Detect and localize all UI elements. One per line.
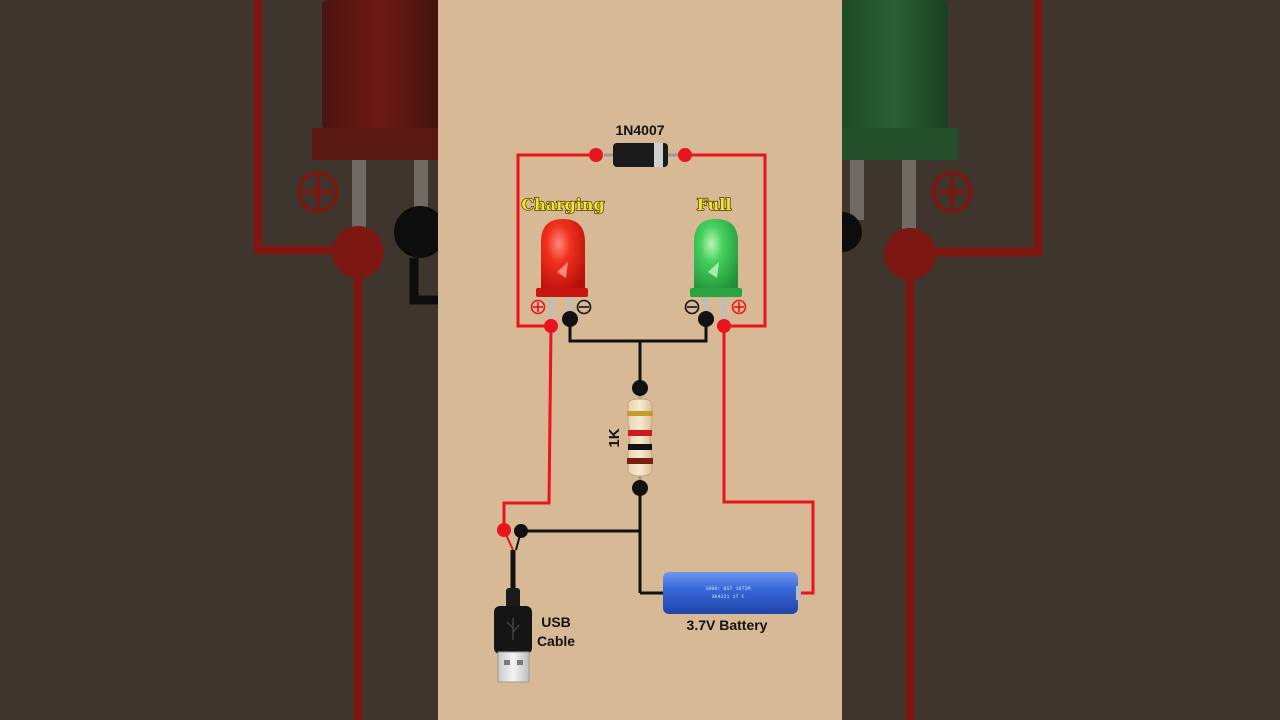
battery-print-2: 3K4221 1T C: [711, 594, 744, 600]
led-charging-red: Charging: [521, 194, 605, 323]
background-left-blur: [0, 0, 438, 720]
full-led-plus-icon: [731, 299, 747, 315]
wire-led-cathodes: [568, 319, 708, 343]
battery-print-1: 3000: 8ST 18TIM: [705, 586, 750, 592]
circuit-diagram: 1N4007 Charging Full: [494, 122, 815, 683]
diode-label: 1N4007: [615, 122, 664, 138]
battery-label: 3.7V Battery: [687, 617, 768, 633]
background-right-blur: [842, 0, 1280, 720]
diode-right-node: [678, 148, 692, 162]
diode-left-node: [589, 148, 603, 162]
resistor-1k: 1K: [606, 388, 653, 488]
full-led-minus-icon: [684, 299, 700, 315]
resistor-label: 1K: [606, 428, 623, 447]
charging-led-minus-icon: [576, 299, 592, 315]
charging-led-plus-icon: [530, 299, 546, 315]
usb-label-line1: USB: [541, 614, 571, 630]
charging-led-cathode-node: [562, 311, 578, 327]
wire-charging-led-to-usb: [502, 325, 553, 530]
diode-1n4007: 1N4007: [604, 122, 678, 167]
negative-wires: [515, 319, 708, 595]
circuit-panel: 1N4007 Charging Full: [438, 0, 842, 720]
charging-led-anode-node: [544, 319, 558, 333]
wire-full-led-to-battery: [722, 326, 815, 595]
led-charging-label: Charging: [521, 195, 604, 214]
led-full-label: Full: [697, 195, 732, 214]
wire-diode-to-charging-led: [516, 153, 596, 328]
usb-cable: USB Cable: [494, 550, 575, 683]
full-led-anode-node: [717, 319, 731, 333]
led-full-green: Full: [684, 194, 747, 323]
usb-logo-icon: [506, 618, 520, 640]
full-led-cathode-node: [698, 311, 714, 327]
wire-diode-to-full-led: [685, 153, 767, 328]
positive-wires: [502, 153, 815, 595]
usb-positive-node: [497, 523, 511, 537]
resistor-bottom-node: [632, 480, 648, 496]
battery-3-7v: 3000: 8ST 18TIM 3K4221 1T C 3.7V Battery: [663, 572, 801, 633]
usb-negative-node: [514, 524, 528, 538]
usb-label-line2: Cable: [537, 633, 575, 649]
resistor-top-node: [632, 380, 648, 396]
